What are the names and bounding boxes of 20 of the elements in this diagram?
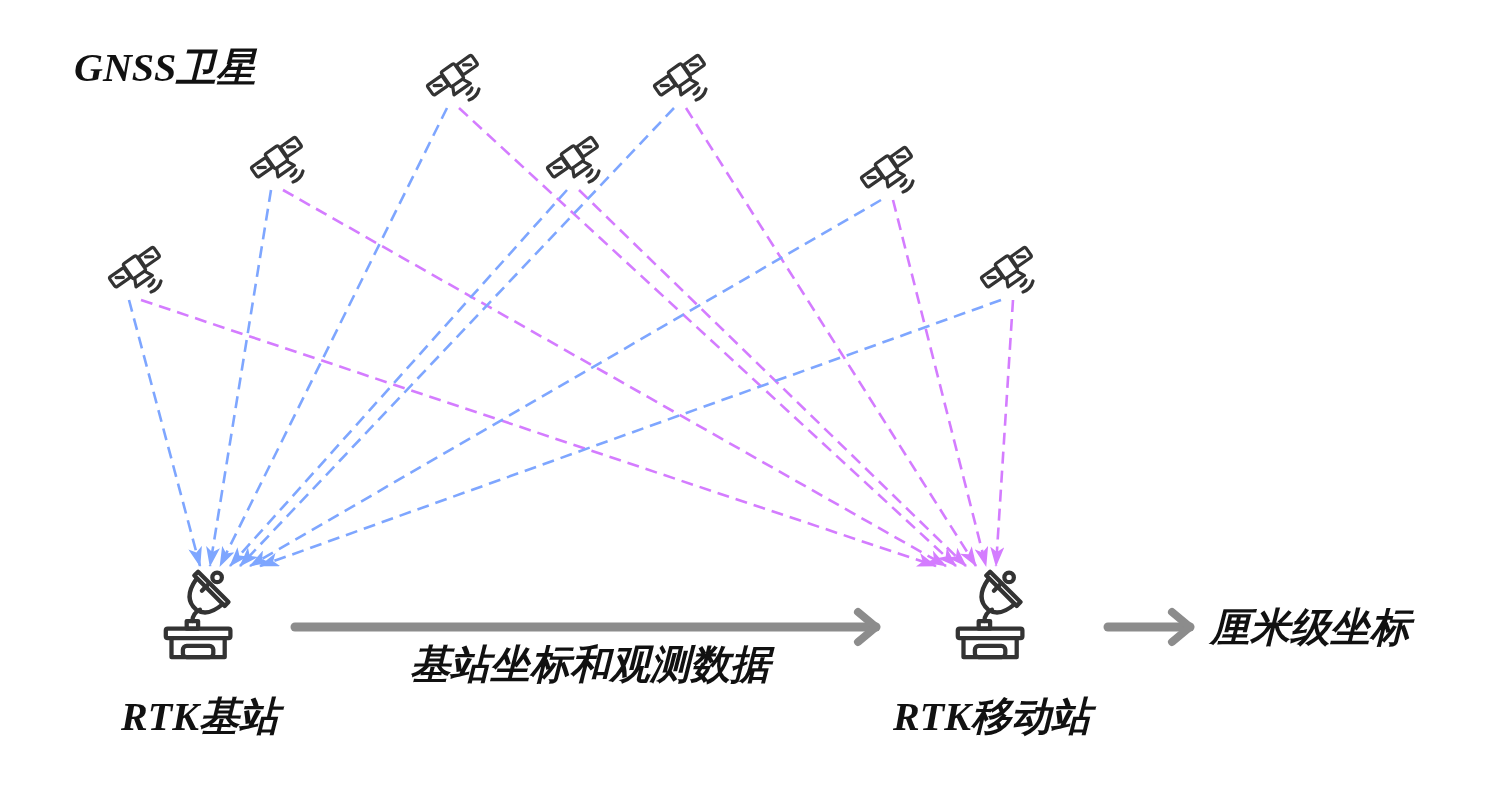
dashed-arrow bbox=[259, 298, 1002, 568]
dashed-arrow bbox=[990, 299, 1015, 567]
station-label: RTK基站 bbox=[105, 697, 295, 737]
dashed-arrow bbox=[127, 299, 202, 567]
dashed-arrow bbox=[218, 107, 449, 567]
dashed-arrow bbox=[206, 189, 273, 567]
dashed-arrow bbox=[684, 107, 978, 567]
thick-arrow bbox=[1103, 608, 1195, 646]
dashed-arrow bbox=[578, 189, 967, 567]
group-caption: GNSS卫星 bbox=[74, 48, 257, 88]
dashed-arrow bbox=[229, 189, 568, 567]
dashed-arrow bbox=[282, 188, 947, 568]
dashed-arrow bbox=[140, 298, 937, 568]
dashed-arrow bbox=[249, 198, 882, 568]
dashed-arrow bbox=[458, 107, 957, 567]
station-label: RTK移动站 bbox=[876, 697, 1108, 737]
dashed-arrow bbox=[239, 107, 675, 567]
dashed-arrow bbox=[891, 199, 989, 567]
result-text: 厘米级坐标 bbox=[1190, 604, 1430, 648]
thick-arrow bbox=[290, 608, 881, 646]
